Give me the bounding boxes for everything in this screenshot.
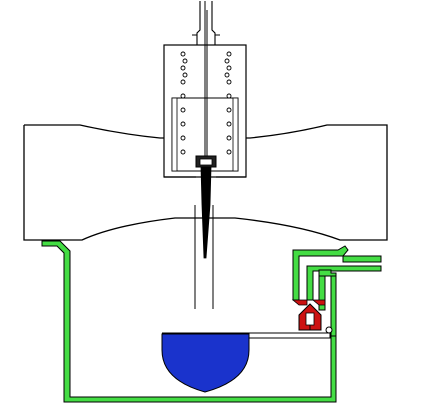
float-pivot: [325, 326, 333, 334]
needle-valve-core: [305, 312, 315, 326]
jet-needle: [200, 166, 212, 259]
piston-wall-left: [171, 97, 178, 172]
top-stem: [192, 1, 220, 45]
fuel-inlet-upper-channel: [342, 255, 382, 263]
float-arm: [162, 332, 331, 339]
piston-spring: [180, 51, 232, 155]
piston-wall-right: [232, 97, 239, 172]
needle-holder-clip: [199, 158, 213, 166]
venturi-body: [23, 124, 388, 241]
fuel-inlet-lower-channel: [306, 265, 382, 301]
needle-valve-seat-right: [311, 299, 326, 306]
fuel-inlet-inner-channel: [318, 269, 337, 277]
float: [161, 333, 250, 393]
float-bowl-right-wall: [330, 272, 337, 337]
needle-valve-seat: [291, 299, 308, 306]
